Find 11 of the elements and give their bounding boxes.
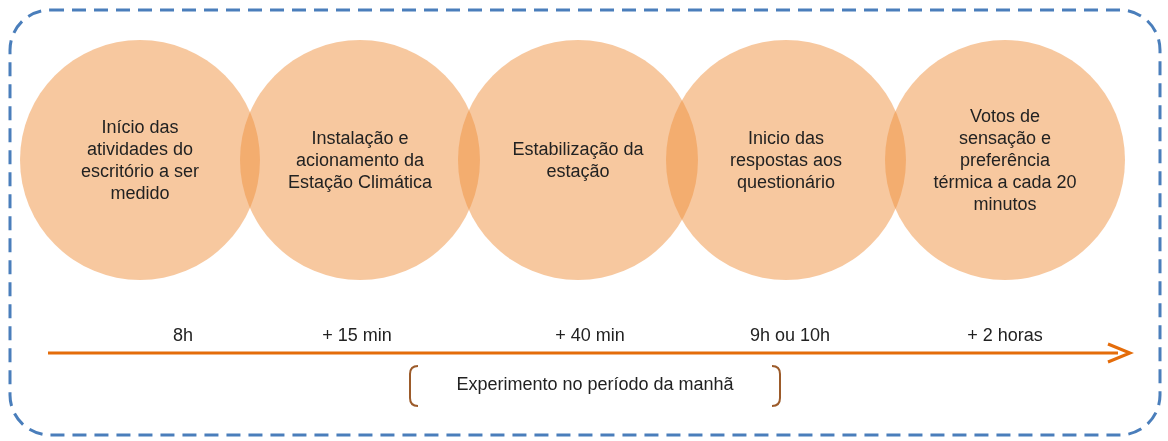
time-label: + 15 min — [322, 325, 392, 346]
step-text: Votos de sensação e preferência térmica a cada 20 minutos — [932, 105, 1078, 215]
time-label: + 40 min — [555, 325, 625, 346]
time-label: + 2 horas — [967, 325, 1043, 346]
step-text: Instalação e acionamento da Estação Climática — [286, 127, 434, 193]
time-label: 9h ou 10h — [749, 325, 831, 346]
step-text: Estabilização da estação — [511, 138, 645, 182]
step-text: Inicio das respostas aos questionário — [728, 127, 844, 193]
step-text: Início das atividades do escritório a ser medido — [79, 116, 200, 204]
period-label: Experimento no período da manhã — [456, 374, 734, 395]
time-label: 8h — [173, 325, 193, 346]
